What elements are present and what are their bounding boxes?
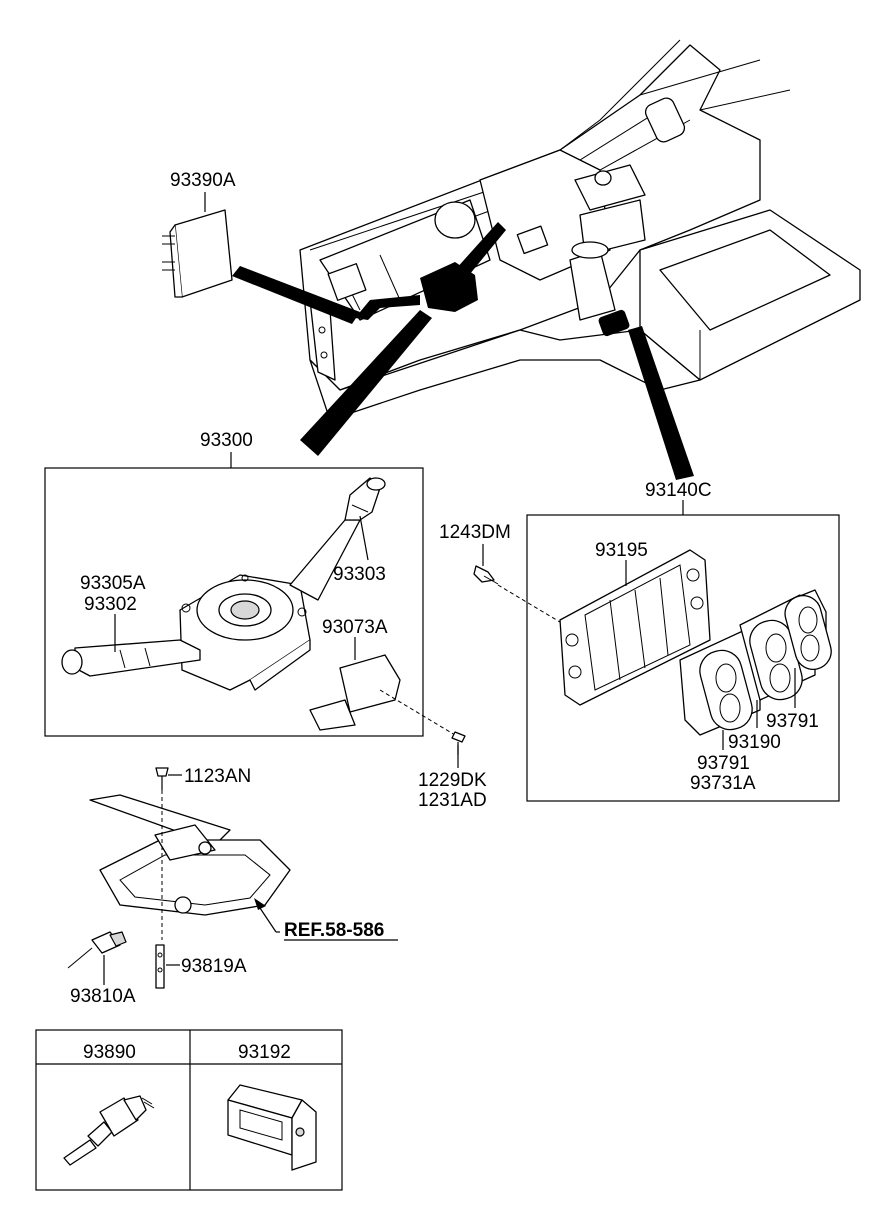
label-93305A: 93305A (80, 573, 146, 594)
label-93300: 93300 (200, 430, 253, 451)
group-box-93300 (44, 467, 424, 737)
switch-block-93190 (679, 589, 832, 736)
sensor-93890-illustration (63, 1095, 155, 1166)
label-93073A: 93073A (322, 617, 388, 638)
bracket-93819A (155, 944, 165, 989)
label-1229DK: 1229DK (418, 770, 487, 791)
label-1243DM: 1243DM (439, 522, 511, 543)
label-93890: 93890 (83, 1042, 136, 1063)
stop-lamp-switch-93810A (67, 931, 127, 969)
label-93192: 93192 (238, 1042, 291, 1063)
part-93390A-cover (162, 192, 233, 298)
bracket-93073A (309, 654, 401, 731)
label-93140C: 93140C (645, 480, 712, 501)
label-93390A: 93390A (170, 170, 236, 191)
pedal-bracket-illustration (89, 794, 291, 916)
switch-93192-illustration (227, 1084, 317, 1171)
label-1123AN: 1123AN (184, 766, 251, 787)
label-ref-58-586[interactable]: REF.58-586 (284, 920, 384, 941)
label-93810A: 93810A (70, 986, 136, 1007)
multifunction-switch-illustration (61, 477, 386, 691)
screw-1243DM (473, 565, 499, 585)
label-93791-upper: 93791 (766, 711, 819, 732)
label-93195: 93195 (595, 540, 648, 561)
label-93302: 93302 (84, 594, 137, 615)
label-93731A: 93731A (690, 773, 756, 794)
label-93791-lower: 93791 (697, 753, 750, 774)
label-1231AD: 1231AD (418, 790, 487, 811)
parts-table (35, 1029, 343, 1191)
bolt-1123AN (155, 767, 169, 790)
label-93190: 93190 (728, 732, 781, 753)
label-93303: 93303 (333, 564, 386, 585)
label-93819A: 93819A (181, 956, 247, 977)
dashboard-illustration (232, 39, 861, 480)
switch-panel-93195 (559, 549, 711, 706)
